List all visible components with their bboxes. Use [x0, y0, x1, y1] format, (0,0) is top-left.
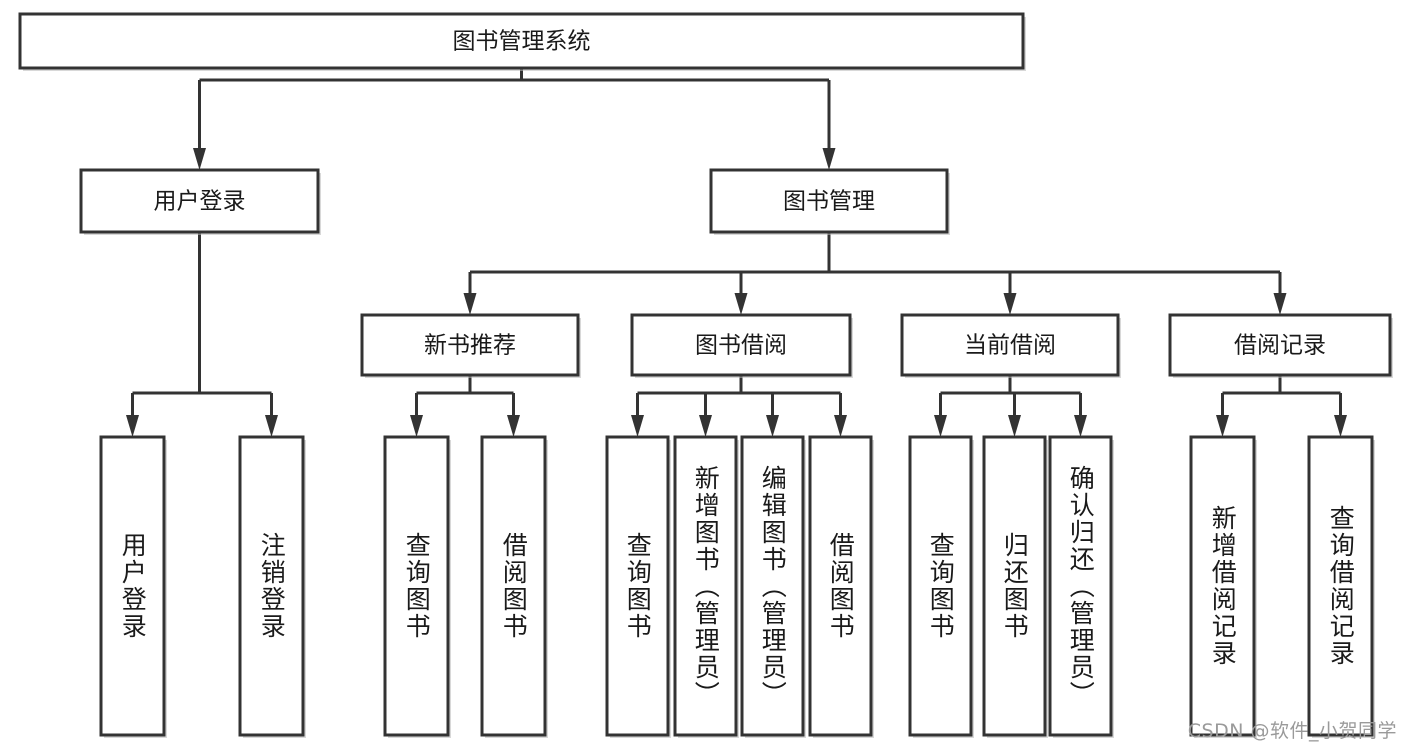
arrow-head-icon	[1216, 415, 1229, 437]
arrow-head-icon	[699, 415, 712, 437]
node-box-l1[interactable]	[99, 435, 166, 737]
arrow-head-icon	[463, 293, 477, 315]
arrow-head-icon	[126, 415, 139, 437]
node-label-newbook: 新书推荐	[424, 333, 516, 359]
node-box-root[interactable]	[18, 12, 1025, 70]
arrow-head-icon	[766, 415, 779, 437]
arrow-head-icon	[265, 415, 278, 437]
arrow-head-icon	[1008, 415, 1021, 437]
arrow-head-icon	[193, 148, 206, 170]
node-box-current[interactable]	[900, 313, 1120, 377]
node-layer	[18, 12, 1393, 738]
node-box-n2[interactable]	[480, 435, 547, 737]
node-box-bookmgr[interactable]	[709, 168, 949, 234]
node-box-borrow[interactable]	[630, 313, 852, 377]
arrow-head-icon	[1003, 293, 1017, 315]
node-box-newbook[interactable]	[360, 313, 580, 377]
node-box-b2[interactable]	[673, 435, 738, 737]
arrow-head-icon	[1074, 415, 1087, 437]
node-box-c1[interactable]	[908, 435, 973, 737]
arrow-head-icon	[1334, 415, 1347, 437]
node-label-current: 当前借阅	[964, 333, 1056, 359]
arrow-head-icon	[822, 148, 836, 170]
node-box-b4[interactable]	[808, 435, 873, 737]
arrow-head-icon	[1273, 293, 1287, 315]
node-label-root: 图书管理系统	[453, 29, 591, 55]
node-box-b3[interactable]	[740, 435, 805, 737]
node-box-r2[interactable]	[1307, 435, 1374, 737]
arrow-head-icon	[507, 415, 520, 437]
node-box-l2[interactable]	[238, 435, 305, 737]
connector-layer	[126, 68, 1347, 437]
arrow-head-icon	[410, 415, 423, 437]
node-label-record: 借阅记录	[1234, 333, 1326, 359]
node-box-r1[interactable]	[1189, 435, 1256, 737]
node-box-c2[interactable]	[982, 435, 1047, 737]
arrow-head-icon	[934, 415, 947, 437]
node-box-login[interactable]	[79, 168, 320, 234]
node-label-login: 用户登录	[154, 189, 246, 215]
arrow-head-icon	[631, 415, 644, 437]
node-label-bookmgr: 图书管理	[783, 189, 875, 215]
node-box-c3[interactable]	[1048, 435, 1113, 737]
node-box-n1[interactable]	[383, 435, 450, 737]
node-box-b1[interactable]	[605, 435, 670, 737]
arrow-head-icon	[734, 293, 748, 315]
arrow-head-icon	[834, 415, 847, 437]
node-label-borrow: 图书借阅	[695, 333, 787, 359]
node-box-record[interactable]	[1168, 313, 1392, 377]
